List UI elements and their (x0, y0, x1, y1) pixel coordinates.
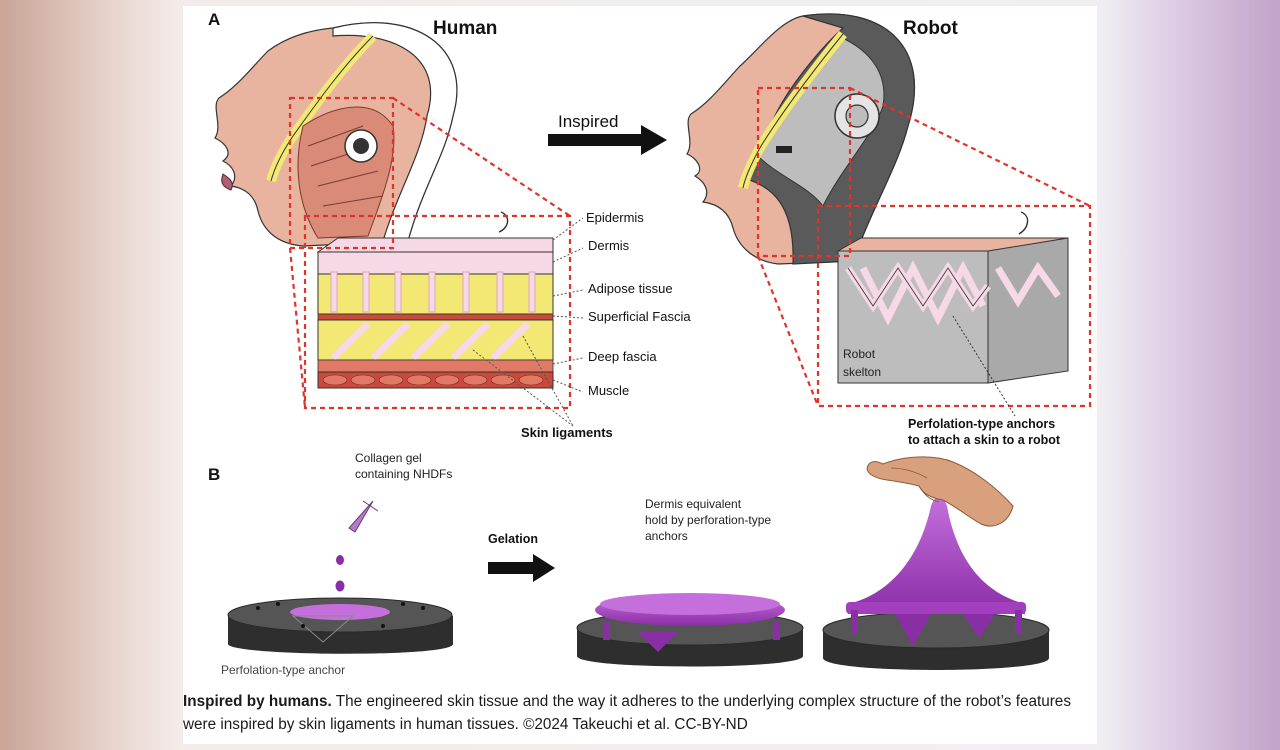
label-skin-ligaments: Skin ligaments (521, 425, 613, 440)
figure-illustration: A Human Robot (208, 10, 1092, 677)
robot-skin-block: Robot skelton (836, 211, 1069, 384)
label-deep-fascia: Deep fascia (588, 349, 657, 364)
robot-skeleton-line2: skelton (843, 365, 881, 379)
panel-b-letter: B (208, 465, 220, 484)
gelation-arrow (488, 554, 555, 582)
robot-title: Robot (903, 18, 959, 39)
panel-a-letter: A (208, 10, 220, 29)
gel-drop-1 (336, 555, 344, 565)
anchors-label-line2: to attach a skin to a robot (908, 433, 1061, 447)
pipette-tip (348, 500, 379, 533)
anchor-base-2 (576, 593, 804, 667)
label-adipose-tissue: Adipose tissue (588, 281, 673, 296)
inspired-arrow (548, 125, 667, 155)
robot-zoom-outline (756, 86, 1092, 408)
label-superficial-fascia: Superficial Fascia (588, 309, 691, 324)
hand-illustration (866, 456, 1014, 527)
dermis-label-line3: anchors (645, 529, 688, 543)
collagen-label-line2: containing NHDFs (355, 467, 452, 481)
human-skin-block (316, 211, 554, 389)
anchor-label: Perfolation-type anchor (221, 663, 345, 677)
anchor-base-3 (822, 497, 1050, 670)
human-title: Human (433, 18, 497, 39)
inspired-label: Inspired (558, 112, 618, 131)
robot-skeleton-line1: Robot (843, 347, 876, 361)
label-leaders (472, 217, 584, 427)
gelation-label: Gelation (488, 532, 538, 546)
anchor-base-1 (227, 597, 453, 654)
caption-bold: Inspired by humans. (183, 693, 332, 710)
gel-drop-2 (335, 580, 345, 592)
human-zoom-outline (288, 96, 572, 410)
robot-head (686, 13, 916, 265)
dermis-label-line1: Dermis equivalent (645, 497, 742, 511)
dermis-label-line2: hold by perforation-type (645, 513, 771, 527)
label-epidermis: Epidermis (586, 210, 644, 225)
label-muscle: Muscle (588, 383, 629, 398)
caption-text: The engineered skin tissue and the way i… (183, 693, 1071, 733)
anchors-label-line1: Perfolation-type anchors (908, 417, 1055, 431)
label-dermis: Dermis (588, 238, 630, 253)
layer-labels: Epidermis Dermis Adipose tissue Superfic… (586, 210, 691, 398)
figure-caption: Inspired by humans. The engineered skin … (183, 690, 1097, 736)
figure-panel: A Human Robot (183, 6, 1097, 744)
human-head (214, 22, 458, 247)
collagen-label-line1: Collagen gel (355, 451, 422, 465)
